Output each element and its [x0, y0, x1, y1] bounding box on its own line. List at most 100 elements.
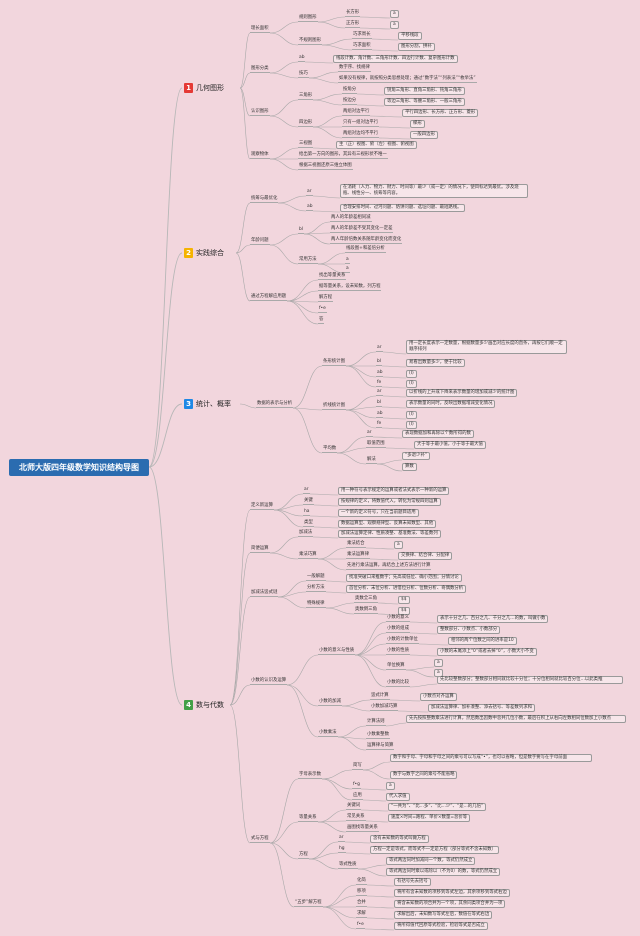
node-detail: 加减法运算律、加补凑整、添去括号、等差数列求和: [428, 704, 535, 712]
node: ab: [298, 55, 306, 62]
node-detail: 先先按照整数乘法进行计算，然后数出因数中总共几位小数，最后在积上从右向左数相同位…: [406, 715, 626, 723]
node-detail: 平移线段: [398, 32, 422, 40]
node-link-line: [286, 279, 319, 302]
node: 小数乘整数: [366, 732, 390, 739]
node-topic: 加减法竖式谜: [250, 590, 279, 597]
root-to-branch-line: [148, 252, 183, 468]
node: 四边形: [298, 120, 314, 127]
node: 如果没有规律，就按照分类思想处理；通过“数字法”“列表法”“枚举法”: [338, 76, 477, 83]
node-topic: 通过方程解应用题: [250, 294, 288, 301]
node-link-line: [322, 906, 357, 930]
node: 小数加减巧算: [370, 704, 399, 711]
root-to-branch-line: [148, 466, 183, 706]
node-link-line: [382, 417, 407, 420]
node-link-line: [362, 769, 391, 780]
node-link-line: [378, 126, 411, 129]
node-link-line: [345, 395, 377, 411]
node-topic: 观察物体: [250, 152, 270, 159]
node-link-line: [354, 621, 387, 656]
node: 不规则图形: [298, 38, 322, 45]
node-link-line: [365, 820, 389, 823]
node: 给出第一方向的图形，其异有三视形状不唯一: [298, 152, 388, 159]
node-link-line: [389, 699, 421, 702]
node-link-line: [292, 407, 323, 411]
node: ar: [376, 389, 383, 396]
node: 分析方法: [306, 585, 326, 592]
node-detail: 按规律的定义，将数值代入，转化为常规四则运算: [338, 498, 441, 506]
node-detail: (I): [406, 421, 417, 429]
node: 三视图: [298, 141, 314, 148]
branch-number: 1: [184, 83, 193, 93]
node-detail: 首位分析、末位分析、进借位分析、位数分析、奇偶数分析: [346, 585, 467, 593]
node: 巧求面积: [352, 43, 372, 50]
node: 求解: [356, 911, 367, 918]
node-link-line: [321, 38, 353, 46]
node-link-line: [356, 104, 385, 107]
node: 两组对边均不平行: [342, 131, 380, 138]
node-topic: 年龄问题: [250, 238, 270, 245]
node: 加减法: [298, 530, 314, 537]
node-detail: 一个新的定义符号，只在当前题目适用: [338, 509, 419, 517]
node: ha: [303, 509, 311, 516]
node-link-line: [357, 868, 387, 877]
node-detail: 表现数据加和再除以个数所得的数: [402, 430, 474, 438]
node-link-line: [269, 99, 299, 117]
node-link-line: [385, 722, 407, 727]
node-detail: 在消耗（人力、物力、财力、时间等）最少（或一定）的情况下，使目标达到最优。涉及烧…: [340, 184, 528, 198]
node-link-line: [312, 115, 343, 128]
node-link-line: [269, 842, 299, 860]
node-link-line: [317, 821, 347, 833]
node: bl: [298, 227, 305, 234]
node-link-line: [277, 202, 307, 212]
node-link-line: [313, 504, 339, 507]
node-link-line: [409, 654, 438, 657]
node-link-line: [322, 906, 357, 919]
node-link-line: [239, 87, 251, 160]
node: 按边分: [342, 98, 358, 105]
node-link-line: [409, 621, 438, 624]
node: 乘法结合: [346, 541, 366, 548]
node-detail: (I): [406, 370, 417, 378]
node: “五步”解方程: [294, 900, 323, 907]
node-detail: 小数点对齐运算: [420, 693, 457, 701]
node-link-line: [366, 895, 395, 898]
node-link-line: [312, 536, 339, 539]
node-link-line: [372, 436, 403, 439]
node: 答: [318, 317, 325, 324]
node: 奥数全三角: [354, 596, 378, 603]
node-link-line: [317, 558, 347, 571]
node: 竖式计算: [370, 693, 390, 700]
node-topic: 简便运算: [250, 546, 270, 553]
node-detail: 大于等于最小值，小于等于最大值: [414, 441, 486, 449]
node-link-line: [286, 684, 319, 738]
node-detail: 表示十分之几、百分之几、千分之几…的数，叫做小数: [437, 615, 549, 623]
node-detail: 有括号先去括号: [394, 878, 431, 886]
node-detail: a: [386, 782, 395, 790]
node-link-line: [312, 147, 337, 150]
branch-label: 数与代数: [196, 701, 224, 709]
node-link-line: [325, 602, 355, 609]
node-link-line: [321, 778, 353, 801]
node-link-line: [269, 61, 299, 74]
node-detail: (I): [406, 380, 417, 388]
node: 计算法则: [366, 719, 386, 726]
node-link-line: [381, 386, 407, 389]
node-link-line: [309, 493, 339, 496]
node: ab: [376, 370, 384, 377]
node-link-line: [321, 44, 353, 51]
node-link-line: [269, 72, 299, 79]
node-detail: 代入求值: [386, 793, 410, 801]
node-link-line: [369, 558, 399, 561]
node-link-line: [345, 365, 377, 378]
node: 解法: [366, 457, 377, 464]
node-link-line: [336, 452, 367, 465]
node: 只有一组对边平行: [342, 120, 380, 127]
node: 字母表示数: [298, 772, 322, 779]
node-link-line: [344, 841, 371, 844]
node: 取值范围: [366, 441, 386, 448]
node-link-line: [229, 552, 251, 706]
node-detail: 用一定长度表示一定数量，根据数量多少画出对应长度的直条，再按它们顺一定顺序排列: [406, 340, 567, 354]
node-link-line: [325, 607, 355, 615]
